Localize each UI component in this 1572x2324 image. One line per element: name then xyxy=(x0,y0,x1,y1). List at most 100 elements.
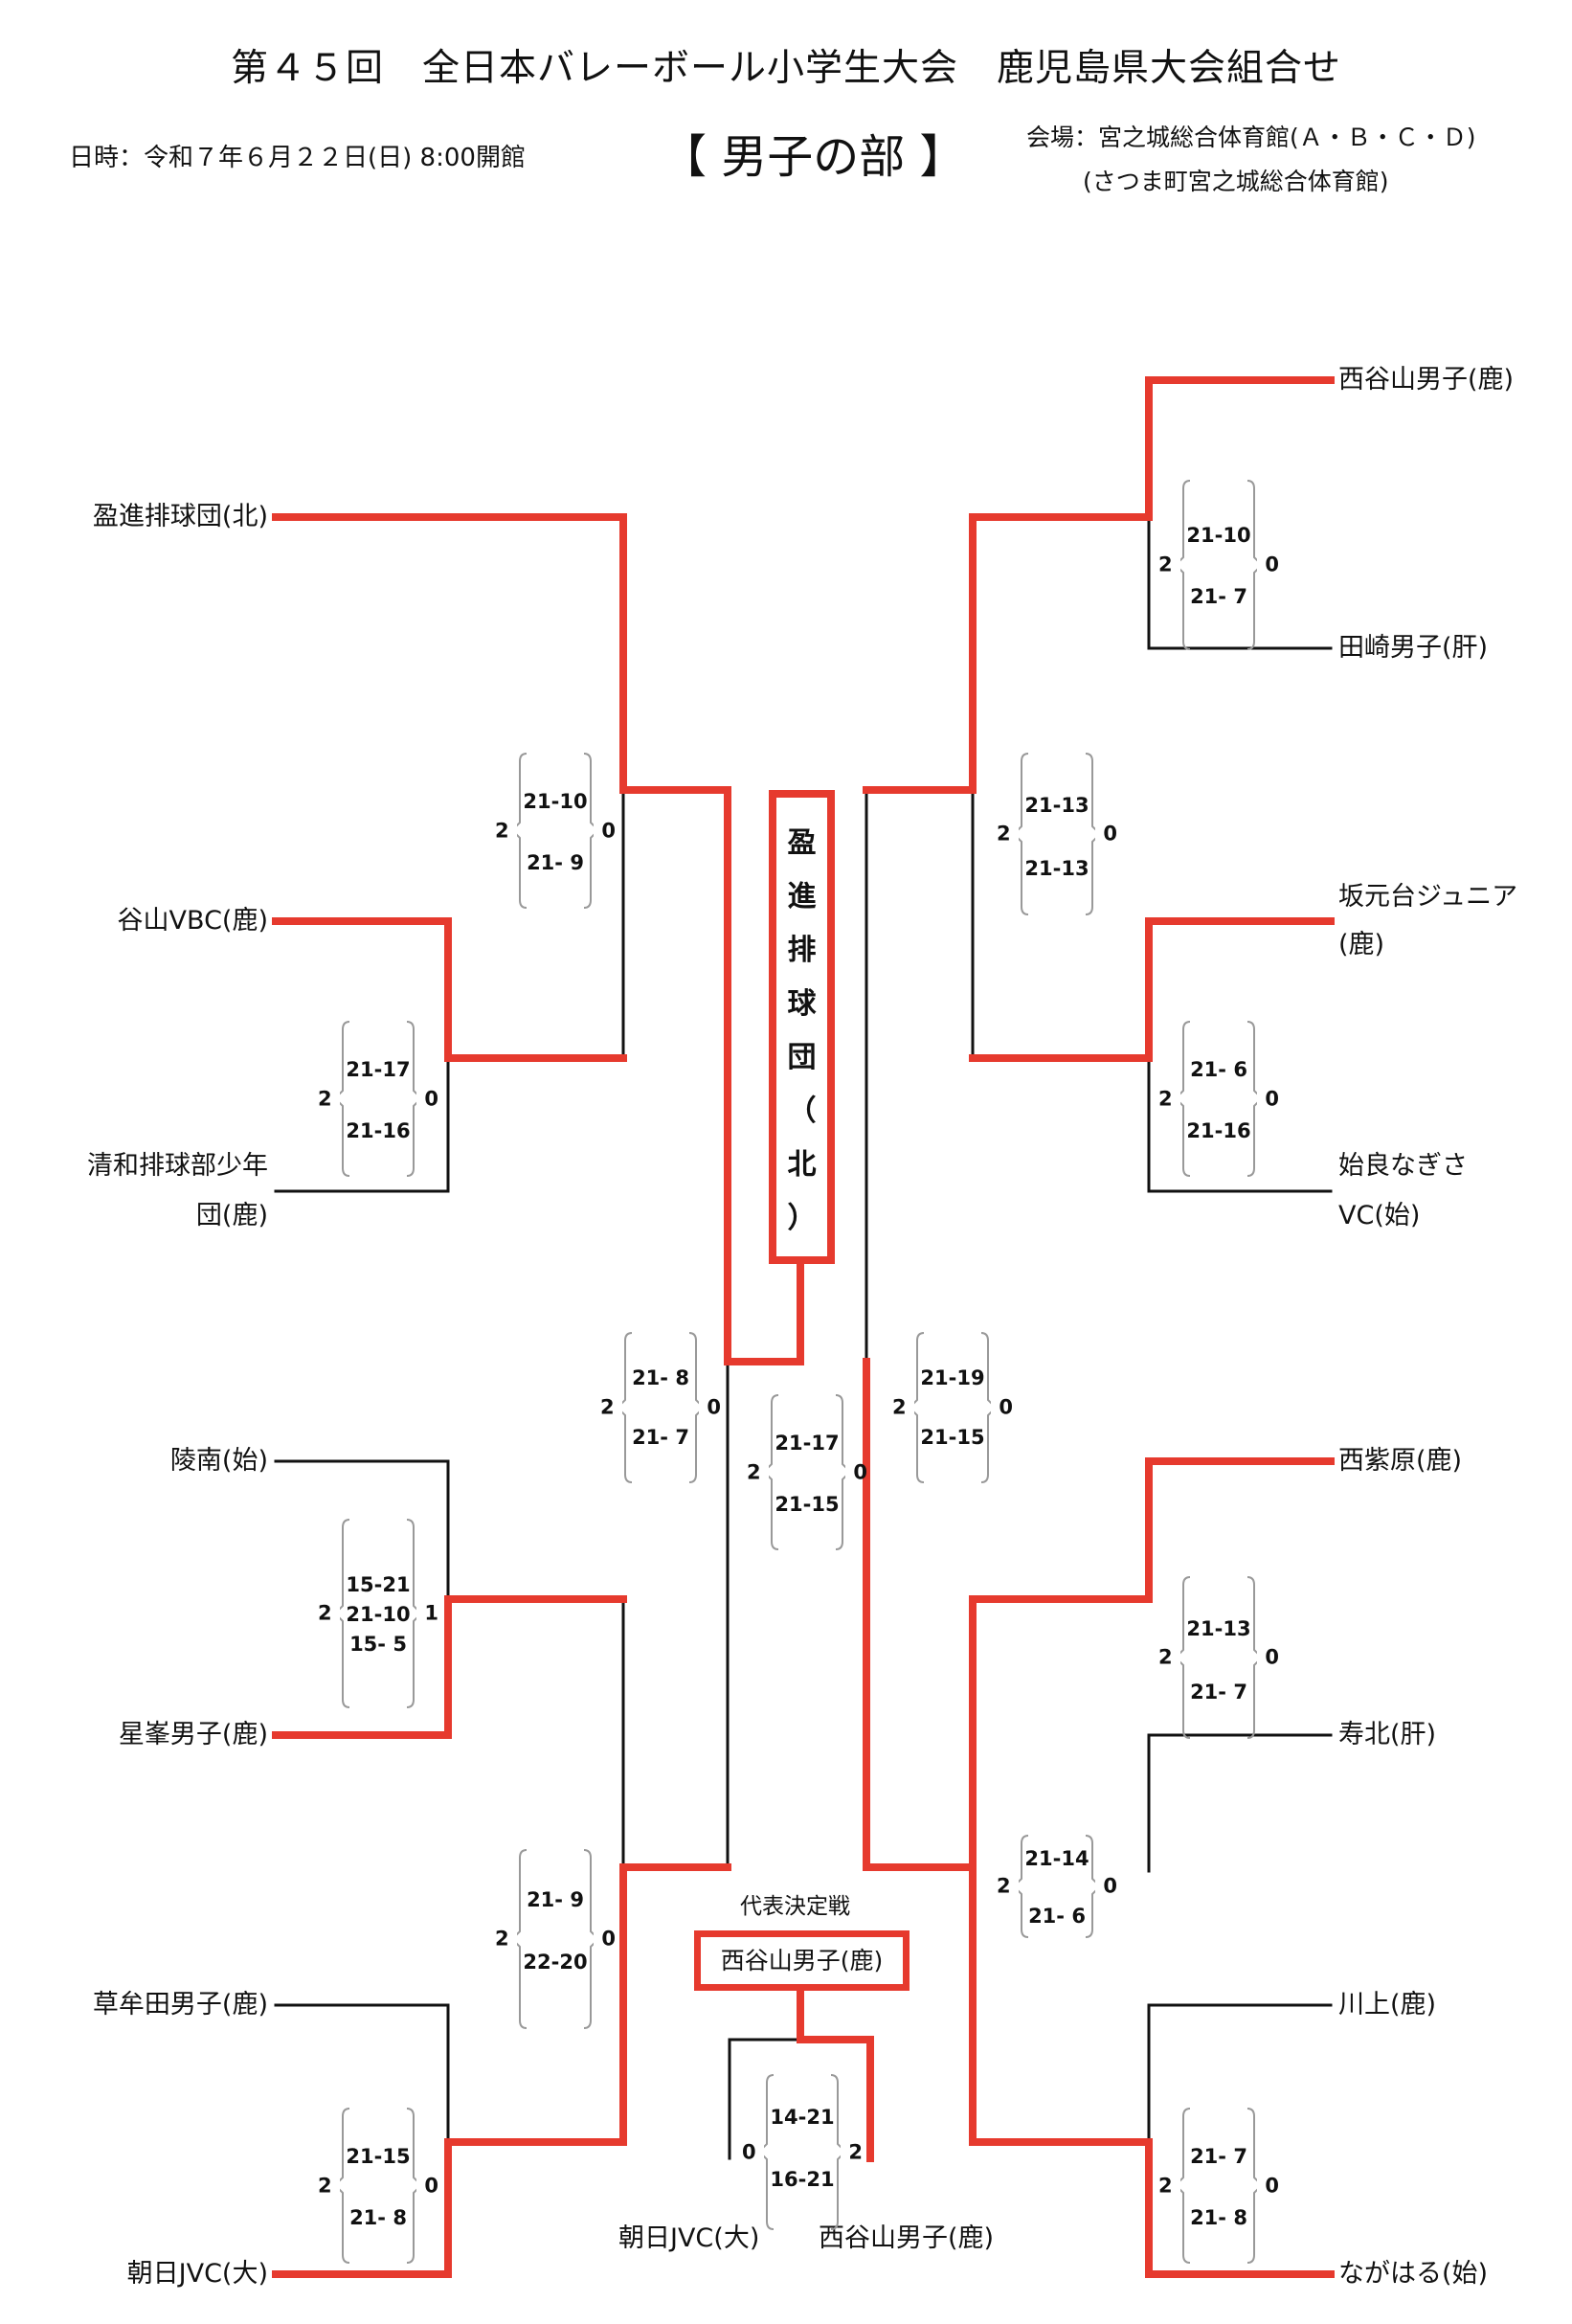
team-name: 陵南(始) xyxy=(169,1446,268,1476)
sets-won-left: 2 xyxy=(318,2174,332,2197)
sets-won-right: 0 xyxy=(853,1460,867,1483)
bracket-line xyxy=(274,1056,450,1193)
score-braces xyxy=(622,1332,699,1483)
set-score: 21- 7 xyxy=(1190,585,1247,608)
match-score: 2 21-14 21- 6 0 xyxy=(997,1834,1117,1939)
champion-char: 排 xyxy=(787,934,817,967)
rep-winner-name: 西谷山男子(鹿) xyxy=(720,1947,884,1974)
bracket-line xyxy=(1147,1733,1333,1873)
bracket-line xyxy=(863,1358,1335,1871)
score-braces xyxy=(1180,2108,1257,2264)
set-score: 21- 8 xyxy=(1190,2206,1247,2229)
team-name: 盈進排球団(北) xyxy=(92,502,268,531)
bracket-line xyxy=(797,1987,874,2162)
rep-winner-box: 西谷山男子(鹿) xyxy=(694,1930,910,1991)
team-name: 田崎男子(肝) xyxy=(1338,633,1489,663)
match-score: 2 21-17 21-16 0 xyxy=(318,1020,438,1178)
bracket-line xyxy=(272,1595,627,1739)
team-name: (鹿) xyxy=(1338,930,1385,959)
sets-won-left: 2 xyxy=(747,1460,761,1483)
champion-char: 団 xyxy=(787,1041,817,1074)
sets-won-right: 0 xyxy=(999,1395,1013,1419)
winner-lines xyxy=(272,376,1335,2278)
score-braces xyxy=(1180,1576,1257,1739)
score-braces xyxy=(1180,1021,1257,1177)
sets-won-right: 0 xyxy=(1103,822,1117,846)
match-score: 2 21- 6 21-16 0 xyxy=(1158,1020,1279,1178)
venue-sub: (さつま町宮之城総合体育館) xyxy=(1083,168,1389,195)
score-braces xyxy=(1019,753,1095,915)
sets-won-right: 0 xyxy=(1265,1087,1279,1110)
champion-box: 盈 進 排 球 団 （ 北 ） xyxy=(769,790,835,1264)
match-score: 2 21-10 21- 9 0 xyxy=(495,752,616,910)
sets-won-left: 2 xyxy=(495,1927,509,1951)
bracket-line xyxy=(1147,1056,1333,1193)
team-name: 朝日JVC(大) xyxy=(126,2259,268,2289)
match-score: 2 21-13 21- 7 0 xyxy=(1158,1575,1279,1740)
set-score: 21-16 xyxy=(1186,1119,1251,1142)
bracket-line xyxy=(863,376,1335,794)
sets-won-right: 0 xyxy=(707,1395,721,1419)
champion-char: 球 xyxy=(787,987,817,1021)
sets-won-right: 0 xyxy=(1103,1874,1117,1898)
sets-won-left: 2 xyxy=(1158,553,1173,576)
bracket-line xyxy=(724,1260,804,1365)
score-braces xyxy=(340,1021,416,1177)
team-name: 西谷山男子(鹿) xyxy=(1338,365,1515,395)
sets-won-right: 0 xyxy=(1265,1645,1279,1669)
bracket-line xyxy=(1147,2003,1333,2144)
score-braces xyxy=(517,753,594,909)
set-score: 21-13 xyxy=(1024,794,1089,817)
score-braces xyxy=(769,1394,845,1550)
set-score: 21- 7 xyxy=(1190,2145,1247,2168)
team-name: 西紫原(鹿) xyxy=(1338,1446,1463,1476)
champion-char: （ xyxy=(787,1094,817,1128)
sets-won-right: 0 xyxy=(601,1927,616,1951)
score-braces xyxy=(340,1519,416,1708)
team-name: 谷山VBC(鹿) xyxy=(117,906,268,936)
bracket-line xyxy=(272,513,731,1365)
sets-won-right: 2 xyxy=(848,2140,863,2163)
champion-char: 盈 xyxy=(787,826,817,860)
set-score: 21- 6 xyxy=(1190,1058,1247,1081)
score-braces xyxy=(517,1849,594,2029)
set-score: 21-16 xyxy=(346,1119,411,1142)
score-braces xyxy=(914,1332,991,1483)
set-score: 16-21 xyxy=(770,2168,835,2191)
match-score: 0 14-21 16-21 2 xyxy=(742,2073,863,2231)
team-name: 寿北(肝) xyxy=(1338,1720,1437,1749)
team-name: 草牟田男子(鹿) xyxy=(92,1990,268,2019)
bracket-line xyxy=(969,917,1335,1062)
bracket-line xyxy=(1147,515,1333,650)
score-braces xyxy=(340,2108,416,2264)
score-braces xyxy=(1180,480,1257,650)
match-score: 2 21-10 21- 7 0 xyxy=(1158,479,1279,651)
sets-won-right: 0 xyxy=(601,819,616,842)
bracket-line xyxy=(865,788,975,1364)
set-score: 14-21 xyxy=(770,2106,835,2129)
score-braces xyxy=(1019,1835,1095,1938)
team-name: 川上(鹿) xyxy=(1338,1990,1437,2019)
match-score: 2 21-13 21-13 0 xyxy=(997,752,1117,916)
sets-won-right: 0 xyxy=(424,1087,438,1110)
sets-won-left: 2 xyxy=(1158,1087,1173,1110)
match-score: 2 15-21 21-10 15- 5 1 xyxy=(318,1518,438,1709)
set-score: 21- 8 xyxy=(632,1366,689,1389)
match-score: 2 21-17 21-15 0 xyxy=(747,1393,867,1551)
sets-won-right: 1 xyxy=(424,1601,438,1625)
team-name: 団(鹿) xyxy=(195,1201,268,1230)
team-name: 清和排球部少年 xyxy=(87,1151,268,1181)
sets-won-left: 2 xyxy=(892,1395,907,1419)
match-score: 2 21-19 21-15 0 xyxy=(892,1331,1013,1484)
set-score: 21- 7 xyxy=(632,1426,689,1449)
set-score: 21- 9 xyxy=(527,851,584,874)
sets-won-left: 2 xyxy=(318,1601,332,1625)
set-score: 21-15 xyxy=(920,1426,985,1449)
score-braces xyxy=(764,2074,841,2230)
set-score: 21- 8 xyxy=(349,2206,407,2229)
set-score: 21-15 xyxy=(346,2145,411,2168)
set-score: 15-21 xyxy=(346,1573,411,1596)
set-score: 21-15 xyxy=(775,1493,840,1516)
sets-won-right: 0 xyxy=(424,2174,438,2197)
sets-won-left: 2 xyxy=(997,1874,1011,1898)
